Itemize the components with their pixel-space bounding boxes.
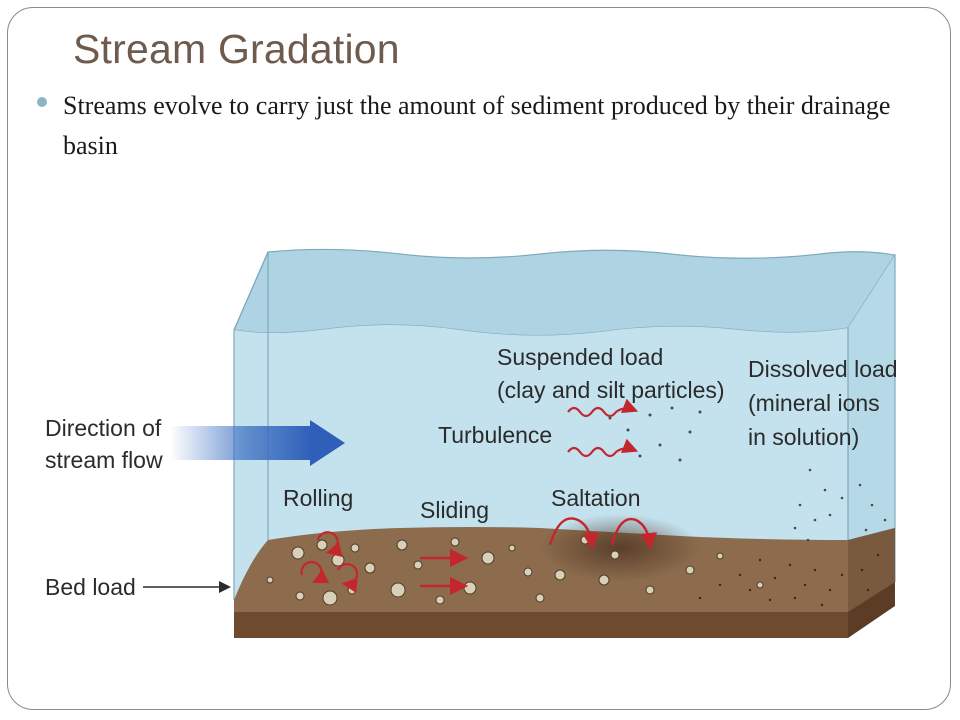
label-direction-line1: Direction of [45,415,162,441]
label-suspended-line1: Suspended load [497,344,663,370]
label-bed-load: Bed load [45,574,136,600]
stream-flow-arrow [170,420,345,466]
label-saltation: Saltation [551,485,641,511]
label-dissolved-line3: in solution) [748,424,859,450]
label-suspended-line2: (clay and silt particles) [497,377,725,403]
label-dissolved-line2: (mineral ions [748,390,880,416]
label-rolling: Rolling [283,485,353,511]
label-direction-line2: stream flow [45,447,163,473]
label-sliding: Sliding [420,497,489,523]
label-dissolved-line1: Dissolved load [748,356,898,382]
label-turbulence: Turbulence [438,422,552,448]
